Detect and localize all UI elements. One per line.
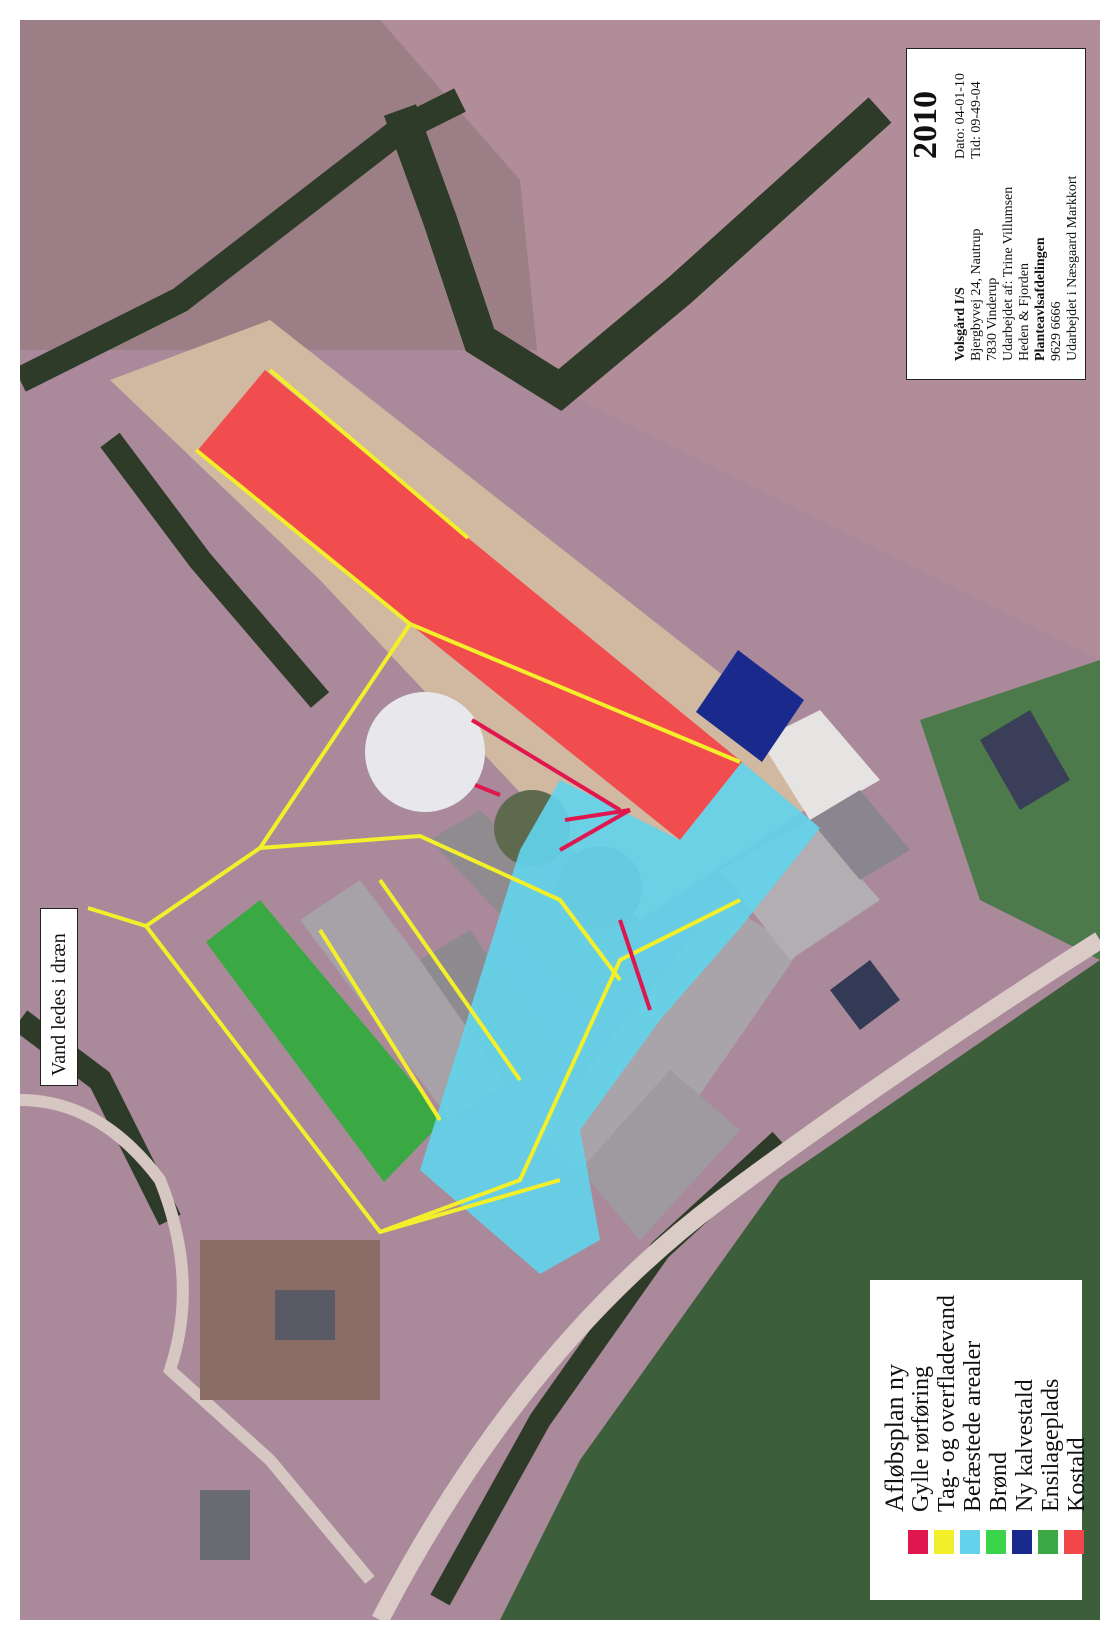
legend-label-5: Ensilageplads: [1038, 1378, 1064, 1512]
legend-swatch-0: [908, 1530, 928, 1554]
kostald-overlay-2: [410, 538, 742, 840]
kostald-overlay-1: [198, 370, 468, 624]
legend-label-4: Ny kalvestald: [1012, 1379, 1038, 1512]
barn-4: [540, 900, 800, 1210]
legend-label-6: Kostald: [1064, 1437, 1090, 1512]
outbuilding-bottom: [200, 1490, 250, 1560]
legend-title: Afløbsplan ny: [880, 1363, 909, 1512]
legend-label-2: Befæstede arealer: [960, 1340, 986, 1512]
title-farm-name: Volsgård I/S: [953, 287, 968, 361]
title-year: 2010: [907, 91, 944, 159]
outbuilding: [275, 1290, 335, 1340]
befaestede-arealer-overlay: [420, 762, 820, 1274]
title-software: Udarbejdet i Næsgaard Markkort: [1065, 175, 1080, 361]
green-field-east: [920, 660, 1100, 960]
drain-note-box: [40, 908, 78, 1086]
title-time: Tid: 09-49-04: [969, 81, 984, 159]
title-address-1: Bjergbyvej 24, Nautrup: [969, 228, 984, 361]
legend-swatch-3: [986, 1530, 1006, 1554]
title-prepared-by: Udarbejdet af: Trine Villumsen: [1001, 186, 1016, 361]
yellow-drain-lines: [87, 368, 741, 1235]
hedge-top: [20, 88, 466, 392]
legend-label-1: Tag- og overfladevand: [934, 1295, 960, 1512]
title-address-2: 7830 Vinderup: [985, 277, 1000, 361]
title-date: Dato: 04-01-10: [953, 73, 968, 159]
farmhouse: [980, 710, 1070, 810]
title-block: 2010 Dato: 04-01-10 Tid: 09-49-04 Volsgå…: [906, 48, 1086, 380]
legend: Afløbsplan ny Gylle rørføring Tag- og ov…: [870, 1280, 1090, 1600]
hedge-diagonal: [384, 97, 892, 411]
legend-swatch-6: [1064, 1530, 1084, 1554]
legend-label-0: Gylle rørføring: [908, 1366, 934, 1512]
title-org-1: Heden & Fjorden: [1017, 263, 1032, 361]
title-phone: 9629 6666: [1049, 301, 1064, 362]
drain-note: Vand ledes i dræn: [48, 933, 70, 1076]
legend-label-3: Brønd: [986, 1452, 1012, 1512]
main-road: [372, 932, 1100, 1620]
hedge-left: [100, 432, 330, 708]
barn-5: [580, 1070, 740, 1240]
barn-8: [810, 790, 910, 880]
legend-swatch-5: [1038, 1530, 1058, 1554]
road-curve: [20, 1094, 375, 1584]
ny-kalvestald-overlay: [696, 650, 804, 762]
legend-swatch-4: [1012, 1530, 1032, 1554]
title-org-2: Planteavlsafdelingen: [1033, 237, 1048, 361]
barn-7: [760, 710, 880, 820]
legend-swatch-2: [960, 1530, 980, 1554]
gylle-pipes: [470, 718, 652, 1011]
legend-swatch-1: [934, 1530, 954, 1554]
ensilageplads-overlay: [206, 900, 444, 1182]
shed: [830, 960, 900, 1030]
slurry-tank-large: [365, 692, 485, 812]
